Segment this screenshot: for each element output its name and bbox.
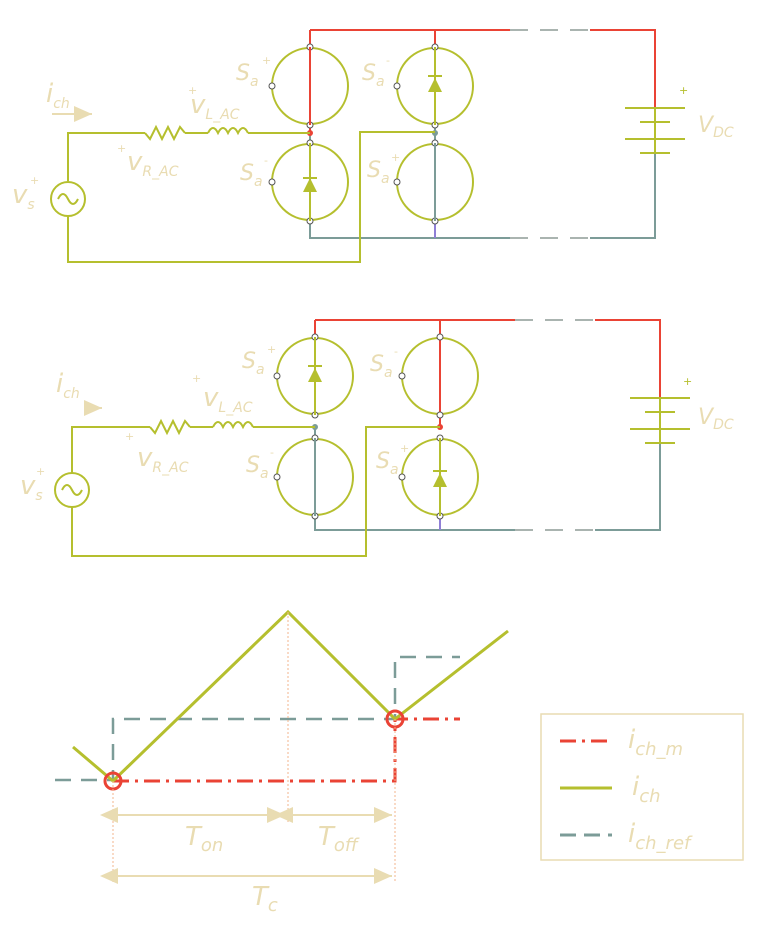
vl-label-2: vL_AC <box>203 383 253 416</box>
svg-text:+: + <box>679 84 688 97</box>
circuit-2: ich vs + vR_AC + vL_AC + Sa + Sa - Sa - … <box>20 319 734 557</box>
vr-label-2: vR_AC <box>137 443 189 476</box>
sa2-plus-right-label: Sa <box>376 449 399 478</box>
switch2-sa-minus-left <box>273 434 354 520</box>
ton-label: Ton <box>185 822 223 856</box>
sa-minus-right-label: Sa <box>362 61 385 90</box>
svg-text:+: + <box>683 375 692 388</box>
vr-label-1: vR_AC <box>127 147 179 180</box>
switch2-sa-plus-right <box>398 434 479 520</box>
ich-label-2: ich <box>56 369 80 402</box>
tc-label: Tc <box>252 882 278 916</box>
vs-label-2: vs <box>20 471 43 504</box>
vdc-label-1: VDC <box>698 113 734 141</box>
legend-label-ich: ich <box>632 772 661 807</box>
vs-label-1: vs <box>12 180 35 213</box>
svg-text:+: + <box>188 84 197 97</box>
sa-plus-right-label: Sa <box>367 158 390 187</box>
svg-text:+: + <box>262 54 271 67</box>
switch-sa-minus-right <box>393 43 474 129</box>
sa2-plus-left-label: Sa <box>242 349 265 378</box>
toff-label: Toff <box>318 822 360 856</box>
svg-text:+: + <box>400 442 409 455</box>
sa-plus-left-label: Sa <box>236 61 259 90</box>
svg-text:+: + <box>391 151 400 164</box>
svg-text:+: + <box>267 343 276 356</box>
svg-text:-: - <box>270 446 274 459</box>
sa2-minus-right-label: Sa <box>370 352 393 381</box>
switch-sa-minus-left <box>268 139 349 225</box>
sa2-minus-left-label: Sa <box>246 453 269 482</box>
circuit-1: ich vs + vR_AC + vL_AC + Sa + Sa - Sa - … <box>12 29 734 263</box>
legend-label-ich-ref: ich_ref <box>628 819 693 854</box>
vl-label-1: vL_AC <box>190 90 240 123</box>
waveform: Ton Toff Tc <box>55 609 509 916</box>
vdc-label-2: VDC <box>698 405 734 433</box>
svg-text:+: + <box>30 174 39 187</box>
ich-trace <box>72 609 509 784</box>
ich-ref-trace <box>55 655 460 782</box>
svg-text:+: + <box>117 142 126 155</box>
switch-sa-plus-left <box>268 43 349 129</box>
ich-label-1: ich <box>46 79 70 112</box>
svg-text:-: - <box>394 345 398 358</box>
svg-text:-: - <box>386 54 390 67</box>
sa-minus-left-label: Sa <box>240 161 263 190</box>
legend-label-ich-m: ich_m <box>628 725 683 760</box>
svg-text:+: + <box>36 465 45 478</box>
switch-sa-plus-right <box>393 139 474 225</box>
svg-text:+: + <box>125 430 134 443</box>
ich-m-trace <box>113 717 460 783</box>
svg-text:+: + <box>192 372 201 385</box>
svg-text:-: - <box>264 154 268 167</box>
switch2-sa-plus-left <box>273 333 354 419</box>
legend: ich_m ich ich_ref <box>540 713 744 861</box>
switch2-sa-minus-right <box>398 333 479 419</box>
